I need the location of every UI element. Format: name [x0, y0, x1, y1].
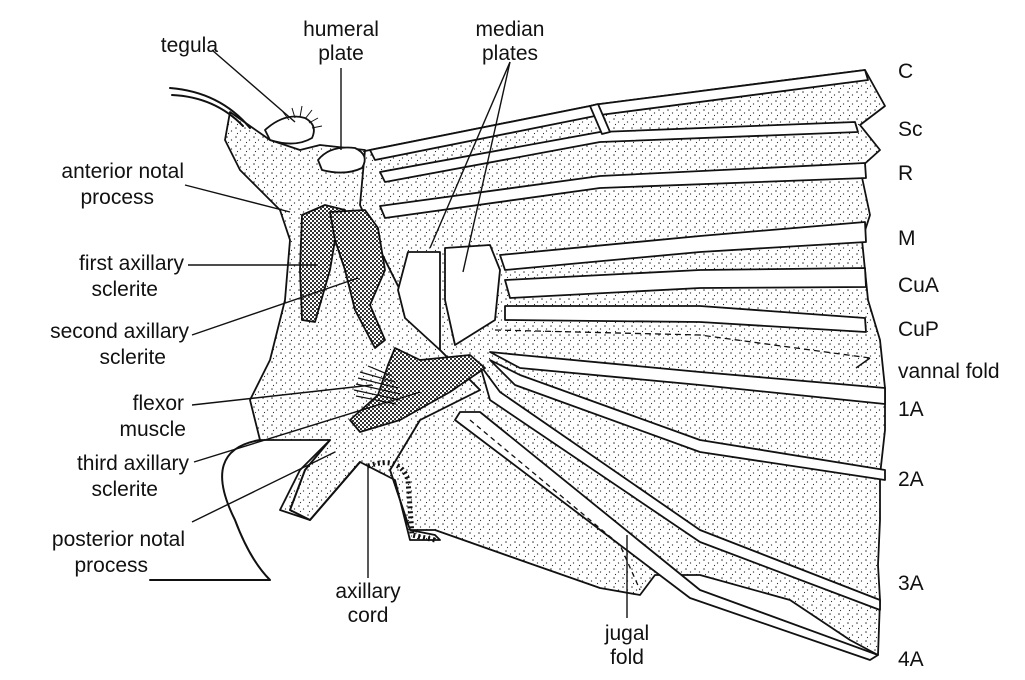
label-first-axillary-line2: sclerite — [91, 278, 158, 301]
label-anterior-notal-line1: anterior notal — [61, 160, 184, 183]
label-axillary-cord-line1: axillary — [335, 580, 401, 603]
label-humeral-line1: humeral — [303, 18, 379, 41]
label-vein-C: C — [898, 60, 913, 83]
label-humeral-line2: plate — [318, 42, 364, 65]
label-second-axillary-line2: sclerite — [99, 346, 166, 369]
label-vein-2A: 2A — [898, 468, 924, 491]
label-vannal-fold: vannal fold — [898, 360, 1000, 383]
label-tegula: tegula — [161, 34, 219, 57]
label-first-axillary-line1: first axillary — [79, 252, 185, 275]
label-third-axillary-line2: sclerite — [91, 478, 158, 501]
label-vein-CuP: CuP — [898, 318, 939, 341]
label-axillary-cord-line2: cord — [348, 604, 389, 627]
label-jugal-line1: jugal — [604, 622, 649, 645]
label-vein-M: M — [898, 227, 916, 250]
label-posterior-notal-line1: posterior notal — [52, 528, 185, 551]
label-median-line2: plates — [482, 42, 538, 65]
label-vein-3A: 3A — [898, 572, 924, 595]
label-posterior-notal-line2: process — [74, 554, 148, 577]
label-flexor-line1: flexor — [133, 392, 184, 415]
label-flexor-line2: muscle — [119, 418, 186, 441]
label-third-axillary-line1: third axillary — [77, 452, 190, 475]
label-vein-R: R — [898, 162, 913, 185]
label-vein-Sc: Sc — [898, 118, 923, 141]
label-median-line1: median — [476, 18, 545, 41]
tegula-shape — [265, 117, 314, 144]
label-anterior-notal-line2: process — [80, 186, 154, 209]
label-vein-4A: 4A — [898, 648, 924, 671]
label-jugal-line2: fold — [610, 646, 644, 669]
label-second-axillary-line1: second axillary — [50, 320, 189, 343]
label-vein-1A: 1A — [898, 398, 924, 421]
label-vein-CuA: CuA — [898, 274, 939, 297]
